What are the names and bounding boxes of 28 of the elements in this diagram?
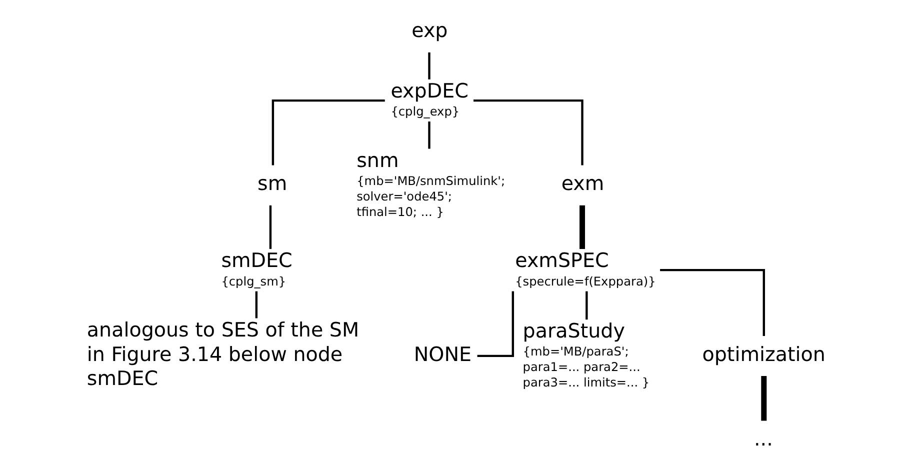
connector (477, 291, 514, 358)
connector (428, 52, 430, 80)
node-text: snm (356, 149, 399, 172)
connector (474, 99, 584, 166)
node-label: {cplg_exp} (390, 104, 460, 119)
connector (580, 205, 586, 249)
node-label: {specrule=f(Exppara)} (515, 274, 656, 288)
node-text: smDEC (221, 249, 292, 272)
connector (255, 291, 258, 318)
node-label: {mb='MB/paraS'; para1=... para2=... para3=... limits=... } (522, 344, 650, 390)
node-label: {cplg_sm} (221, 274, 286, 288)
node-text: exmSPEC (515, 249, 609, 272)
node-text: NONE (414, 342, 472, 366)
node-text: ... (754, 428, 773, 451)
connector (269, 205, 272, 249)
node-text: paraStudy (522, 320, 625, 343)
connector (761, 376, 767, 421)
node-text: expDEC (390, 80, 468, 103)
node-text: analogous to SES of the SM in Figure 3.14 below node smDEC (86, 318, 360, 390)
node-text: sm (258, 172, 288, 196)
node-text: exm (561, 172, 604, 196)
node-text: exp (412, 19, 448, 42)
connector (586, 291, 588, 320)
connector (660, 268, 765, 336)
node-text: optimization (702, 342, 826, 366)
node-label: {mb='MB/snmSimulink'; solver='ode45'; tfinal=10; ... } (356, 174, 506, 219)
connector (428, 122, 430, 149)
connector (272, 99, 385, 166)
